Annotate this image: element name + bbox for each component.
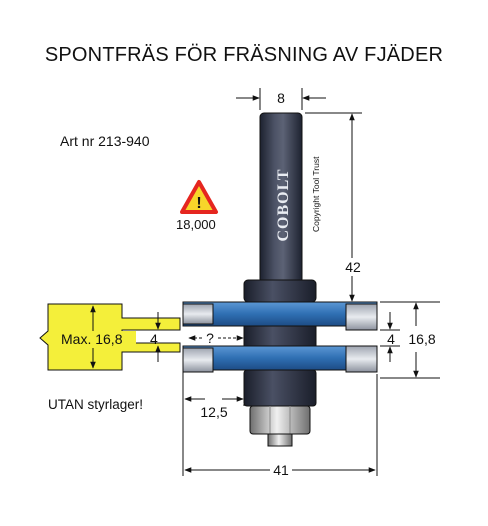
- unknown-dimension: ?: [188, 330, 244, 346]
- shank: COBOLT: [259, 112, 303, 284]
- spacer: [243, 325, 317, 347]
- no-bearing-note: UTAN styrlager!: [48, 397, 144, 412]
- warning-icon: !: [180, 180, 218, 214]
- diameter-value: 41: [273, 462, 289, 478]
- brand-label: COBOLT: [275, 169, 292, 242]
- article-number: Art nr 213-940: [60, 133, 150, 149]
- lower-collar: [243, 369, 317, 407]
- offset-value: 12,5: [200, 404, 227, 420]
- upper-collar: [243, 279, 317, 303]
- shank-length-dimension: 42: [305, 112, 362, 302]
- page-title: SPONTFRÄS FÖR FRÄSNING AV FJÄDER: [44, 44, 444, 66]
- diameter-dimension: 41: [184, 374, 378, 478]
- max-speed-label: 18,000: [176, 217, 216, 232]
- shank-width-dimension: 8: [236, 88, 326, 110]
- shank-width-value: 8: [277, 90, 285, 106]
- wood-profile: Max. 16,8 4: [39, 303, 181, 371]
- shank-length-value: 42: [345, 259, 361, 275]
- offset-dimension: 12,5: [182, 372, 245, 476]
- groove-value: 4: [387, 331, 395, 347]
- unknown-value: ?: [206, 330, 214, 346]
- lower-cutter: [182, 345, 378, 373]
- total-height-value: 16,8: [408, 331, 435, 347]
- upper-cutter: [182, 301, 378, 331]
- right-dimensions: 4 16,8: [380, 301, 440, 379]
- tongue-label: 4: [150, 331, 158, 347]
- copyright-label: Copyright Tool Trust: [311, 156, 321, 232]
- max-height-label: Max. 16,8: [61, 331, 123, 347]
- warning-symbol: !: [196, 195, 201, 212]
- nut: [249, 405, 311, 447]
